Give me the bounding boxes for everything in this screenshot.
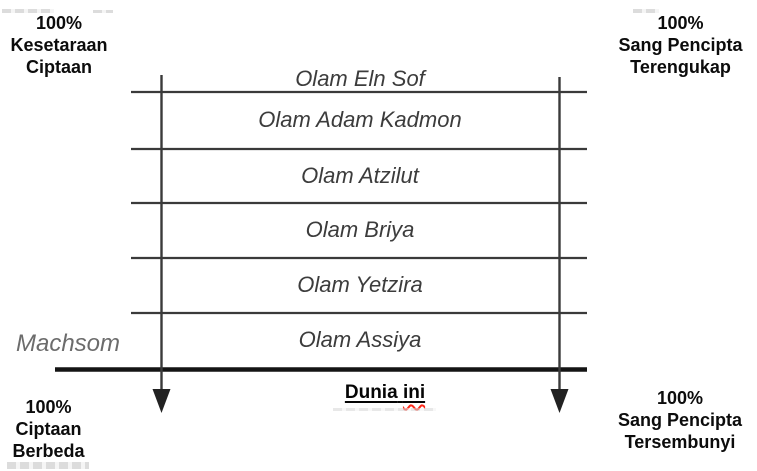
row-olam-assiya: Olam Assiya [298,327,422,352]
label-line: Tersembunyi [624,432,736,452]
machsom-label: Machsom [15,330,121,357]
label-top-right: 100% Sang Pencipta Terengukap [608,12,753,78]
dunia-ini-label: Dunia ini [310,382,460,404]
label-bottom-right: 100% Sang Pencipta Tersembunyi [606,387,754,453]
label-top-left: 100% Kesetaraan Ciptaan [0,12,118,78]
label-line: 100% [656,388,704,408]
label-line: Ciptaan [15,419,82,439]
label-line: 100% [657,13,704,33]
dunia-word: Dunia [344,382,398,403]
row-olam-adam-kadmon: Olam Adam Kadmon [258,107,462,132]
row-olam-atzilut: Olam Atzilut [301,163,419,188]
row-olam-yetzira: Olam Yetzira [297,272,423,297]
label-line: Sang Pencipta [618,35,743,55]
right-down-arrow-icon [550,389,569,413]
label-bottom-left: 100% Ciptaan Berbeda [0,396,97,462]
label-line: 100% [35,13,83,33]
label-line: Ciptaan [25,57,92,77]
label-line: Berbeda [12,441,85,461]
label-line: Terengukap [630,57,731,77]
label-line: Kesetaraan [10,35,108,55]
row-olam-eln-sof: Olam Eln Sof [295,66,425,91]
ini-word-spellcheck: ini [402,382,426,403]
row-olam-briya: Olam Briya [305,217,415,242]
left-down-arrow-icon [152,389,171,413]
label-line: Sang Pencipta [617,410,743,430]
label-line: 100% [25,397,72,417]
